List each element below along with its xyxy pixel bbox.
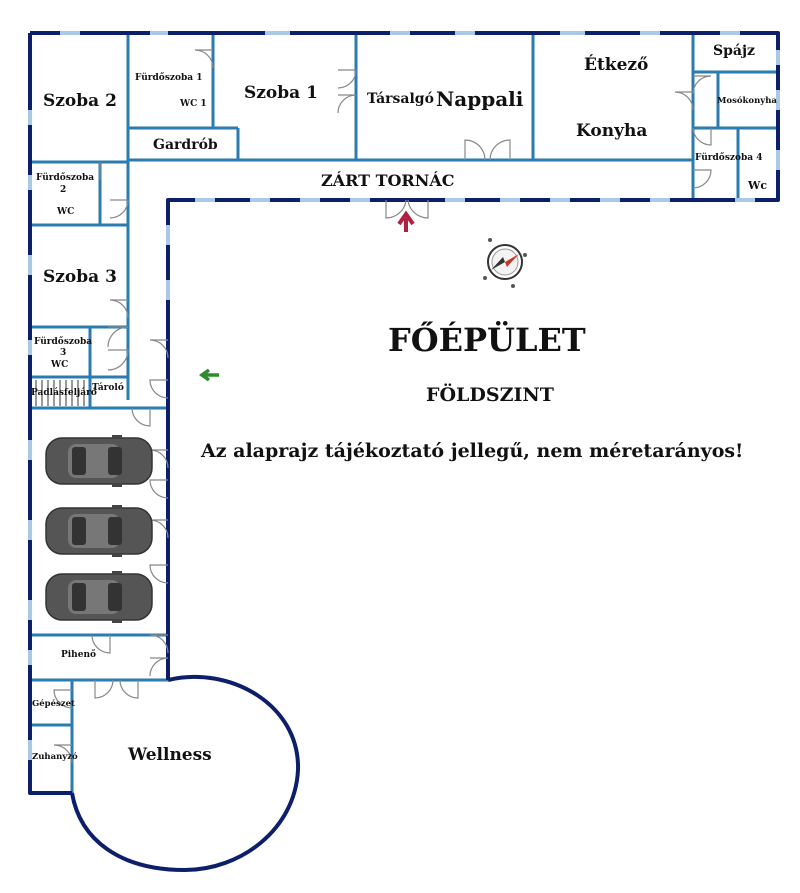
plan-disclaimer: Az alaprajz tájékoztató jellegű, nem mér… — [201, 440, 744, 462]
room-label-wc-2: WC — [57, 207, 75, 217]
room-label-zuhanyzo: Zuhanyzó — [32, 752, 78, 762]
room-label-szoba-3: Szoba 3 — [43, 267, 117, 287]
room-label-furdoszoba-2: Fürdőszoba — [36, 173, 95, 183]
room-label-gardrob: Gardrób — [153, 137, 218, 153]
room-label-wc-4: Wc — [748, 179, 768, 192]
room-label-zart-tornac: ZÁRT TORNÁC — [321, 171, 455, 190]
room-label-wc-3: WC — [51, 360, 69, 370]
room-label-furdoszoba-1: Fürdőszoba 1 — [135, 73, 203, 83]
room-label-szoba-2: Szoba 2 — [43, 91, 117, 111]
car-icon — [45, 435, 153, 487]
room-label-mosokonyha: Mosókonyha — [717, 96, 777, 106]
room-label-furdoszoba-4: Fürdőszoba 4 — [695, 153, 763, 163]
room-label-etkezo: Étkező — [584, 55, 649, 75]
room-label-padlasfeljaro: Padlásfeljáró — [31, 388, 97, 398]
room-label-konyha: Konyha — [576, 121, 648, 141]
room-label-gepeszet: Gépészet — [32, 699, 75, 709]
garage-arrow-icon — [198, 368, 219, 382]
room-label-tarsalgo: Társalgó — [367, 91, 434, 107]
stairs — [35, 380, 85, 406]
room-label-furdoszoba-3-num: 3 — [60, 348, 67, 358]
car-icon — [45, 505, 153, 557]
windows — [28, 31, 780, 760]
inner-walls — [30, 33, 778, 793]
room-label-furdoszoba-3: Fürdőszoba — [34, 337, 93, 347]
room-label-nappali: Nappali — [436, 87, 524, 111]
entrance-arrow-icon — [397, 210, 415, 232]
room-label-szoba-1: Szoba 1 — [244, 83, 318, 103]
outer-walls — [28, 31, 780, 872]
room-label-wellness: Wellness — [128, 745, 212, 765]
room-label-wc-1: WC 1 — [180, 99, 207, 109]
room-label-spajz: Spájz — [713, 43, 755, 59]
plan-subtitle: FÖLDSZINT — [426, 384, 554, 406]
car-icon — [45, 571, 153, 623]
room-label-tarolo: Tároló — [92, 383, 124, 393]
room-label-piheno: Pihenő — [61, 650, 97, 660]
room-label-furdoszoba-2-num: 2 — [60, 185, 67, 195]
plan-title: FŐÉPÜLET — [388, 321, 586, 359]
compass-icon — [483, 238, 527, 288]
doors — [53, 49, 712, 764]
